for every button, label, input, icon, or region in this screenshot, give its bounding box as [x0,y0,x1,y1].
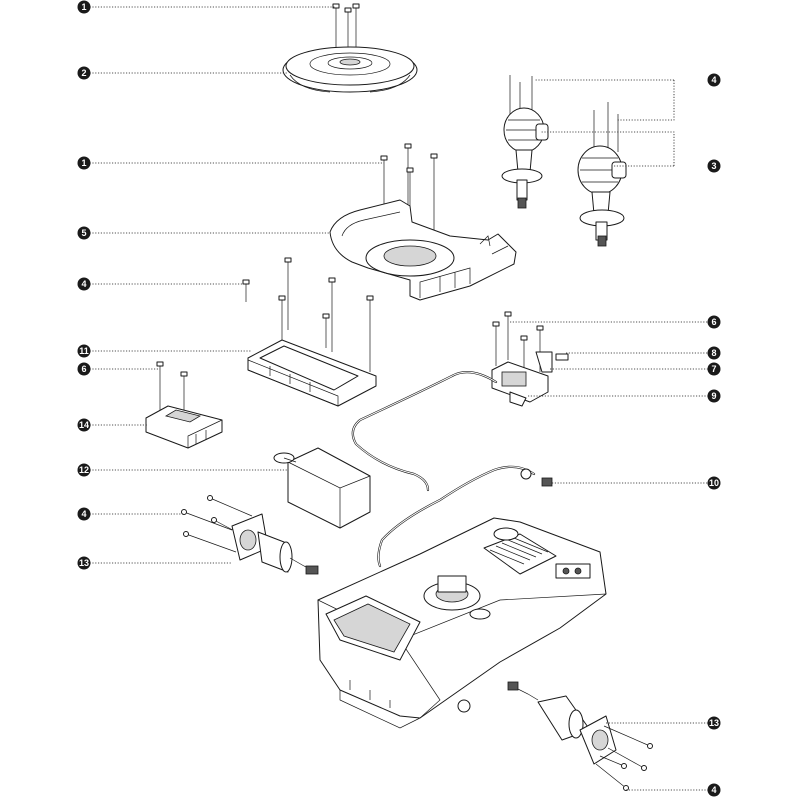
callout-6-right: 6 [707,315,721,329]
callout-label: 6 [711,317,716,327]
callout-label: 10 [709,478,719,488]
callout-label: 9 [711,391,716,401]
callout-14: 14 [77,418,91,432]
callout-1-top: 1 [77,0,91,14]
wheel-assembly-left [501,75,549,209]
drive-motor-left [181,495,319,575]
bracket-frame [329,199,517,301]
callout-12: 12 [77,463,91,477]
callout-label: 1 [81,2,86,12]
cable-harness-9 [351,371,498,492]
callout-label: 6 [81,364,86,374]
leader-lines [84,6,708,791]
callout-label: 5 [81,228,86,238]
callout-10: 10 [707,476,721,490]
callout-4-motor-right: 4 [707,783,721,797]
callout-4-cover: 4 [77,277,91,291]
callout-label: 7 [711,364,716,374]
top-mounting-plate [282,46,418,93]
callout-4-wheels: 4 [707,73,721,87]
control-module [491,311,569,407]
callout-11: 11 [77,344,91,358]
callout-label: 14 [79,420,89,430]
callout-6-left: 6 [77,362,91,376]
callout-label: 2 [81,68,86,78]
callout-label: 13 [709,718,719,728]
callout-label: 4 [81,509,86,519]
callout-4-motor-left: 4 [77,507,91,521]
callout-label: 8 [711,348,716,358]
callout-8: 8 [707,346,721,360]
callout-label: 4 [711,785,716,795]
screws-cover [242,257,374,372]
small-bracket [145,361,223,449]
callout-label: 3 [711,161,716,171]
callout-9: 9 [707,389,721,403]
drive-motor-right [507,681,653,791]
callout-label: 4 [711,75,716,85]
callout-label: 1 [81,158,86,168]
callout-label: 12 [79,465,89,475]
callout-2: 2 [77,66,91,80]
main-chassis [317,517,607,729]
cable-harness-10 [377,465,553,568]
battery-pack [273,447,371,529]
callout-label: 11 [79,346,89,356]
callout-label: 13 [79,558,89,568]
callout-7: 7 [707,362,721,376]
callout-3: 3 [707,159,721,173]
display-cover-frame [247,339,377,407]
callout-13-left: 13 [77,556,91,570]
callout-1-middle: 1 [77,156,91,170]
callout-5: 5 [77,226,91,240]
wheel-assembly-right [577,102,627,247]
callout-13-right: 13 [707,716,721,730]
callout-label: 4 [81,279,86,289]
